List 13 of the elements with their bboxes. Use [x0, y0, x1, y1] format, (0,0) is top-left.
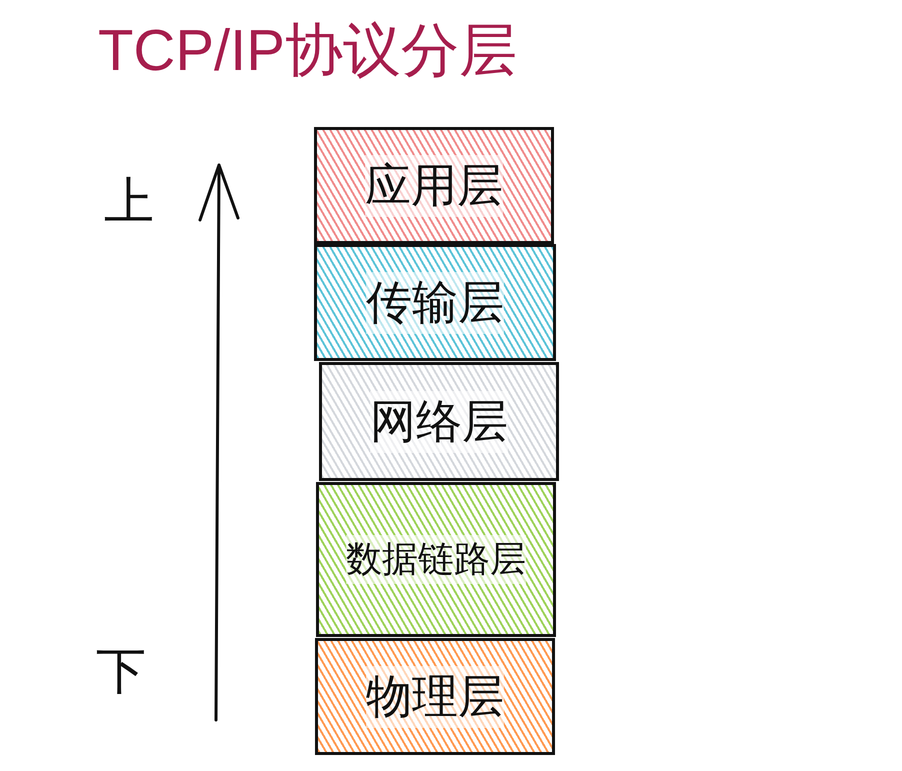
layer-label: 应用层: [365, 154, 503, 216]
layer-label: 数据链路层: [346, 535, 526, 584]
diagram-title: TCP/IP协议分层: [98, 17, 517, 85]
layer-box: [314, 244, 556, 361]
layer-label: 网络层: [370, 390, 508, 452]
layer-box: [315, 638, 555, 755]
layer-box: [314, 127, 554, 244]
direction-label: 上: [104, 171, 154, 232]
layer-box: [319, 362, 559, 481]
layer-box: [316, 482, 556, 637]
layer-label: 传输层: [366, 272, 504, 334]
layer-label: 物理层: [366, 666, 504, 728]
direction-label: 下: [96, 641, 146, 702]
